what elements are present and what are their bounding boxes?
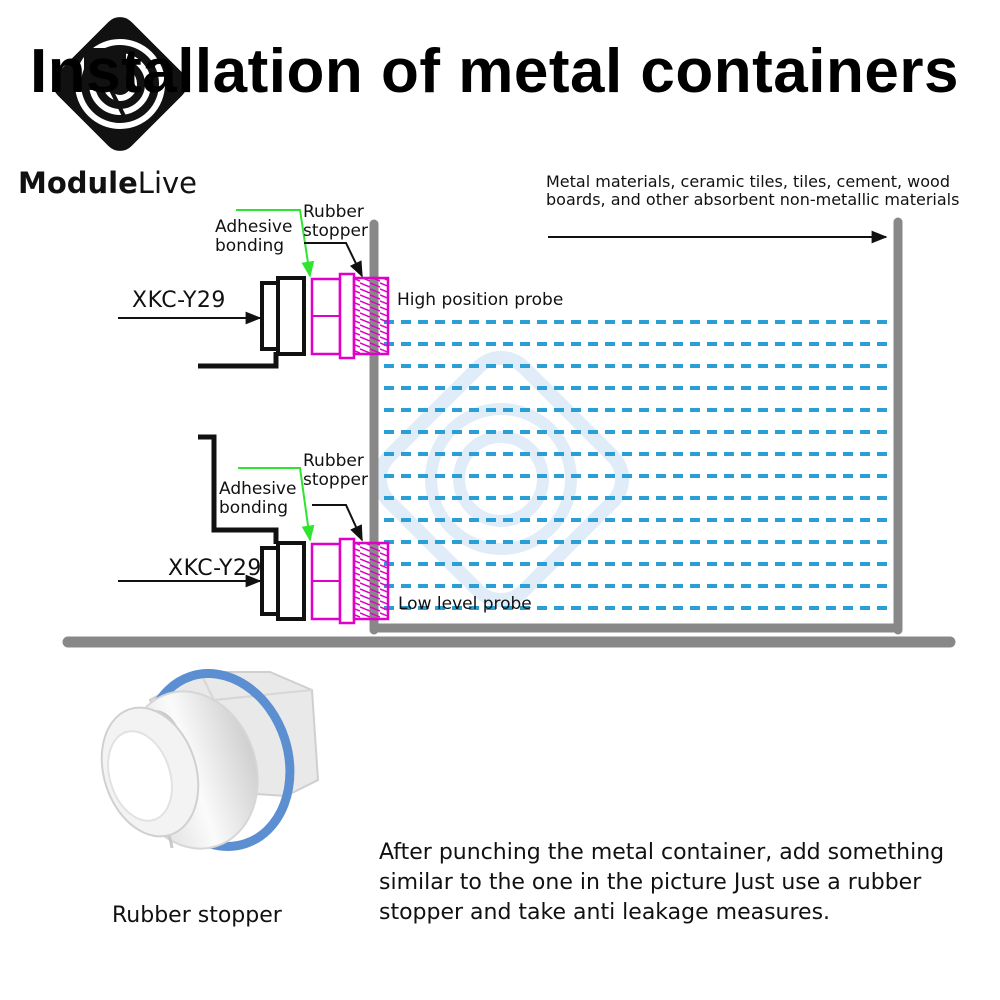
top-model-label: XKC-Y29	[132, 288, 226, 313]
low-probe-label: Low level probe	[398, 594, 532, 614]
rubber-stopper-image	[100, 669, 320, 851]
stopper-caption: Rubber stopper	[112, 903, 282, 928]
top-stopper-label: Rubber stopper	[303, 203, 368, 241]
high-probe-label: High position probe	[397, 290, 564, 310]
brand-name-part1: Module	[18, 166, 138, 200]
top-sensor	[118, 209, 390, 369]
bottom-stopper-label: Rubber stopper	[303, 452, 368, 490]
bottom-stopper-line1: Rubber	[303, 451, 364, 471]
page-title: Installation of metal containers	[30, 37, 959, 106]
bottom-sensor	[118, 434, 390, 625]
bottom-model-label: XKC-Y29	[168, 556, 262, 581]
materials-note: Metal materials, ceramic tiles, tiles, c…	[546, 172, 960, 209]
bottom-adhesive-label: Adhesive bonding	[219, 480, 296, 518]
logo-icon	[53, 17, 187, 151]
top-stopper-line1: Rubber	[303, 202, 364, 222]
bottom-adhesive-line2: bonding	[219, 498, 289, 518]
instructions-text: After punching the metal container, add …	[379, 840, 945, 925]
top-adhesive-label: Adhesive bonding	[215, 218, 292, 256]
top-adhesive-line1: Adhesive	[215, 217, 293, 237]
top-stopper-line2: stopper	[303, 221, 368, 241]
top-adhesive-line2: bonding	[215, 236, 285, 256]
brand-name: ModuleLive	[18, 166, 197, 200]
bottom-adhesive-line1: Adhesive	[219, 479, 297, 499]
bottom-stopper-line2: stopper	[303, 470, 368, 490]
brand-name-part2: Live	[137, 166, 198, 200]
watermark-icon	[372, 350, 630, 608]
